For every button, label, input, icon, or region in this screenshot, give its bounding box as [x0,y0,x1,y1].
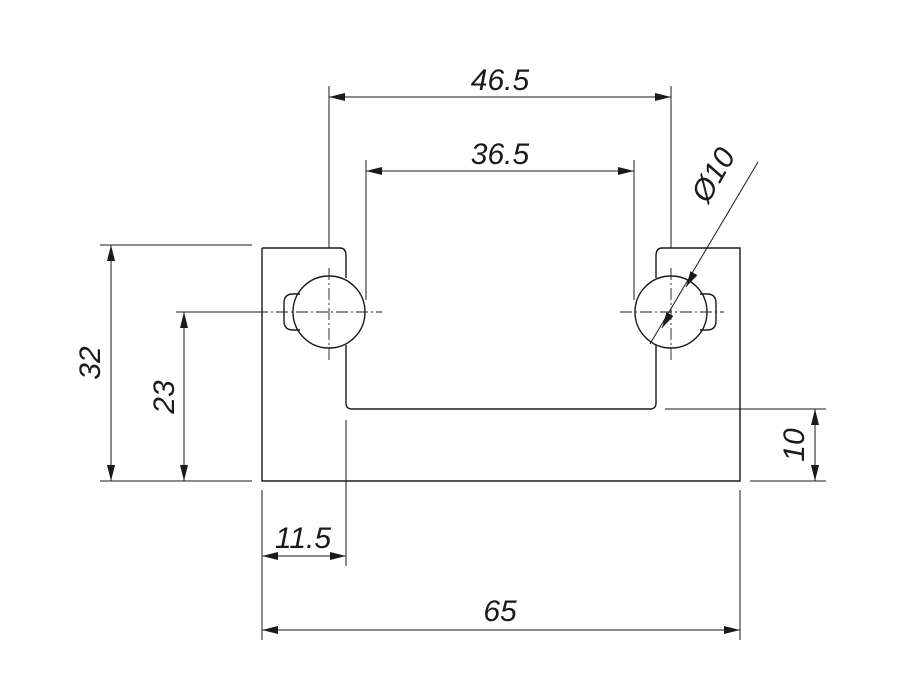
part-outline [261,247,741,566]
dim-label-46-5: 46.5 [471,64,530,97]
dim-label-10: 10 [778,428,811,462]
dim-label-32: 32 [74,346,107,380]
dim-label-11-5: 11.5 [275,522,331,555]
right-hole [620,268,724,360]
dimension-lines [107,93,819,634]
dim-label-diameter: Ø10 [685,142,743,209]
dim-label-65: 65 [483,595,517,628]
left-hole [176,268,382,360]
dimension-labels: 46.5 36.5 Ø10 32 23 10 11.5 65 [74,64,811,628]
dim-label-23: 23 [148,380,181,415]
dim-label-36-5: 36.5 [471,138,530,171]
extension-lines [100,86,826,640]
